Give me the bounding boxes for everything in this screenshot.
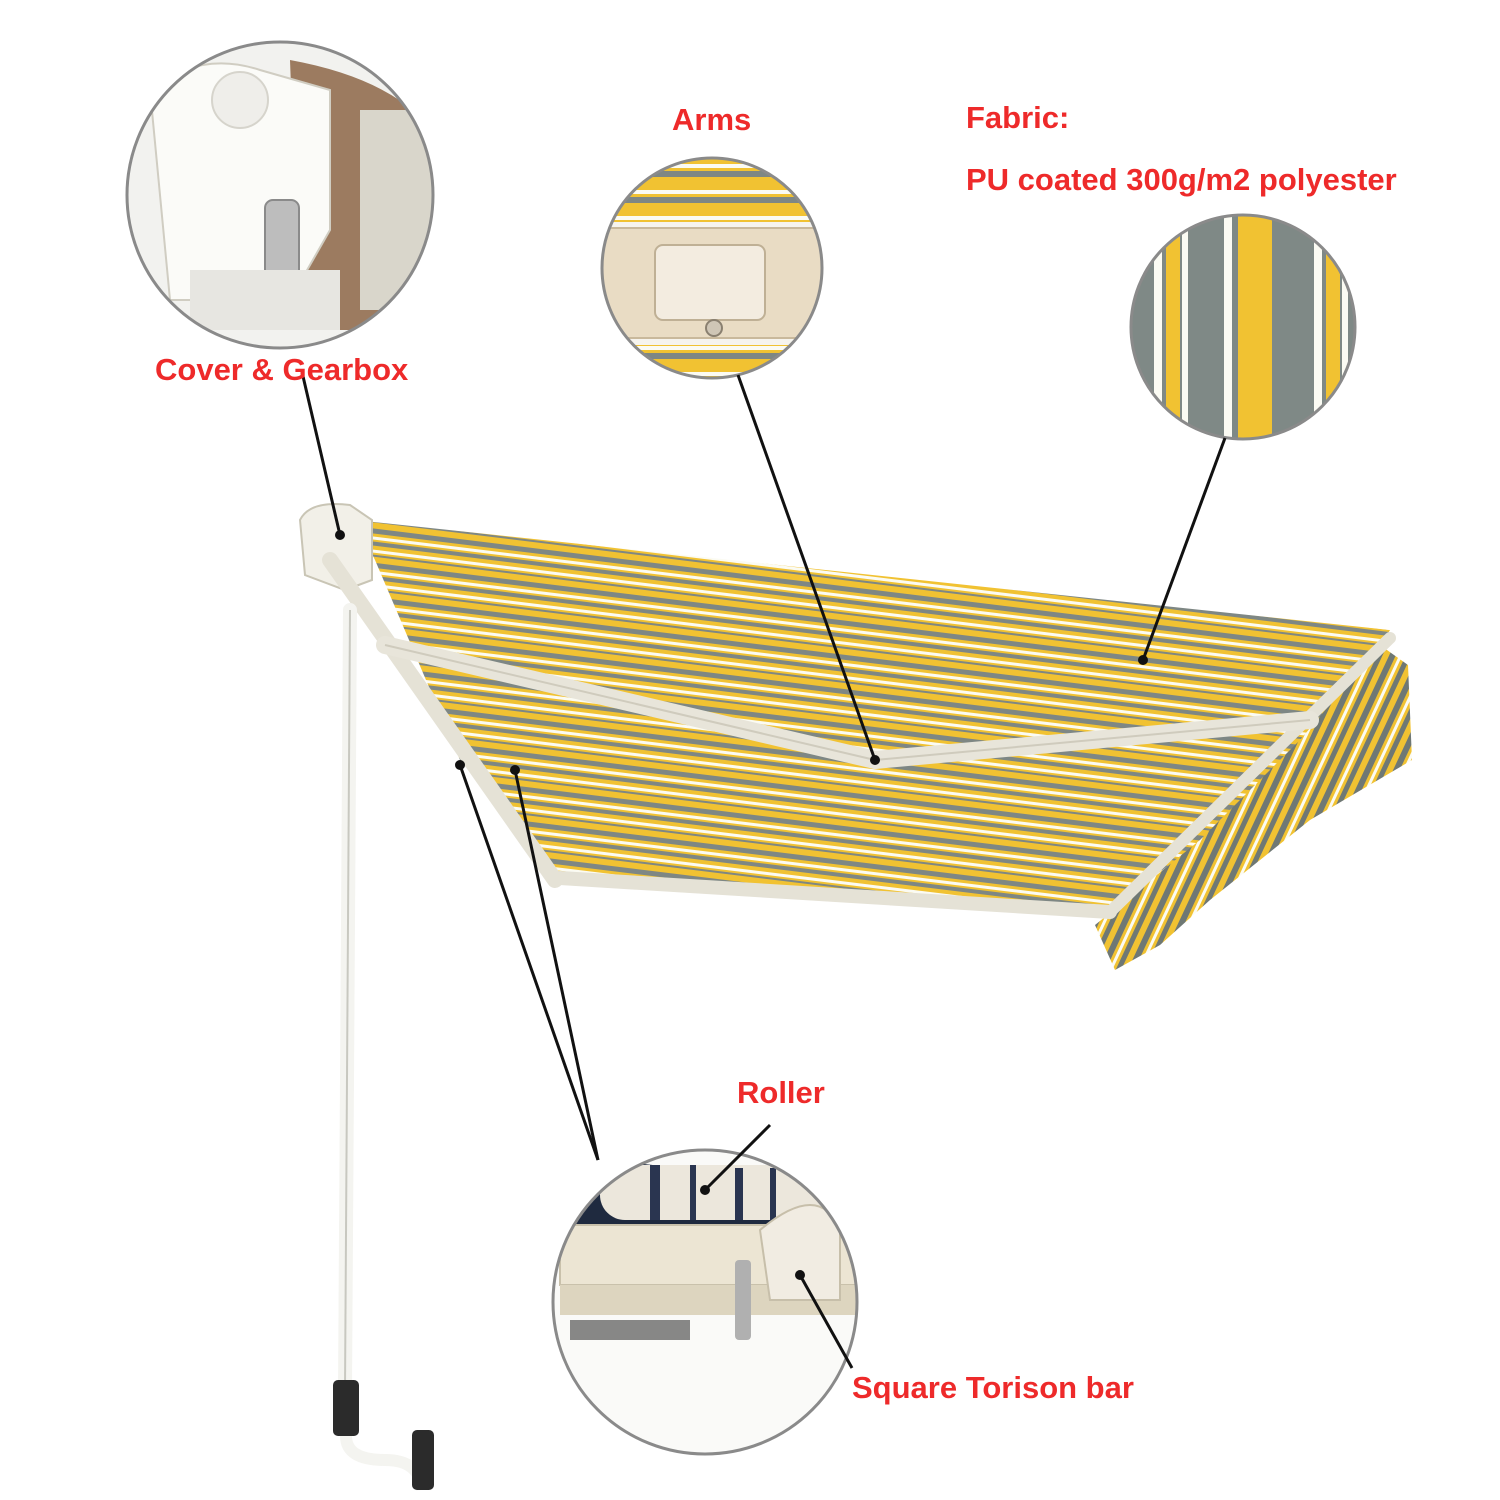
leader-torsion — [798, 1274, 854, 1369]
hand-crank — [333, 603, 434, 1491]
front-valance — [1095, 645, 1412, 970]
leader-lines — [300, 371, 1227, 1369]
roller-tube — [322, 552, 563, 888]
awning-illustration — [298, 503, 1412, 1491]
label-fabric-description: PU coated 300g/m2 polyester — [966, 162, 1397, 197]
canopy-fabric — [355, 520, 1390, 915]
callout-fabric-swatch — [1129, 213, 1357, 441]
callout-gearbox — [125, 40, 435, 350]
leader-fabric — [1141, 437, 1227, 661]
label-fabric-title: Fabric: — [966, 100, 1070, 135]
callout-roller — [551, 1148, 859, 1456]
gearbox-housing — [298, 503, 373, 592]
label-cover-gearbox: Cover & Gearbox — [155, 352, 409, 387]
leader-roller-right — [513, 769, 600, 1161]
leader-roller-left — [458, 764, 600, 1161]
label-roller: Roller — [737, 1075, 825, 1110]
front-bar — [553, 871, 1117, 919]
label-torsion-bar: Square Torison bar — [852, 1370, 1134, 1405]
leader-roller — [703, 1123, 772, 1192]
leader-arms — [736, 374, 877, 761]
callout-arms — [600, 156, 824, 380]
leader-gearbox — [300, 371, 342, 536]
label-arms: Arms — [672, 102, 752, 137]
